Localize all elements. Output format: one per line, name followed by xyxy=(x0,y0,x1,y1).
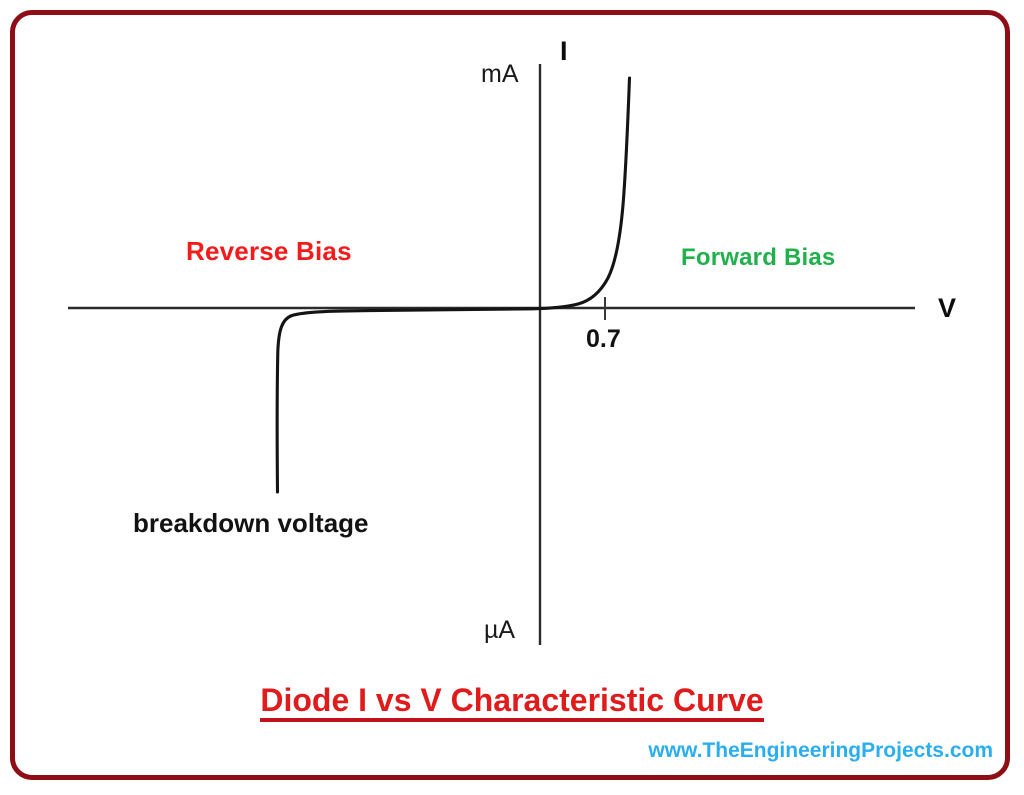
breakdown-voltage-label: breakdown voltage xyxy=(133,508,369,538)
figure-title-text: Diode I vs V Characteristic Curve xyxy=(260,684,764,722)
figure-title: Diode I vs V Characteristic Curve xyxy=(0,684,1024,722)
source-url: www.TheEngineeringProjects.com xyxy=(648,739,993,762)
diode-curve xyxy=(275,76,632,494)
y-axis-unit-positive: mA xyxy=(481,60,519,88)
x-axis-name: V xyxy=(938,293,957,323)
forward-bias-label: Forward Bias xyxy=(681,244,836,271)
figure-border xyxy=(10,10,1010,780)
y-axis-name: I xyxy=(560,36,568,66)
knee-voltage-label: 0.7 xyxy=(586,325,621,353)
y-axis-unit-negative: µA xyxy=(484,616,516,644)
reverse-bias-label: Reverse Bias xyxy=(186,236,352,266)
